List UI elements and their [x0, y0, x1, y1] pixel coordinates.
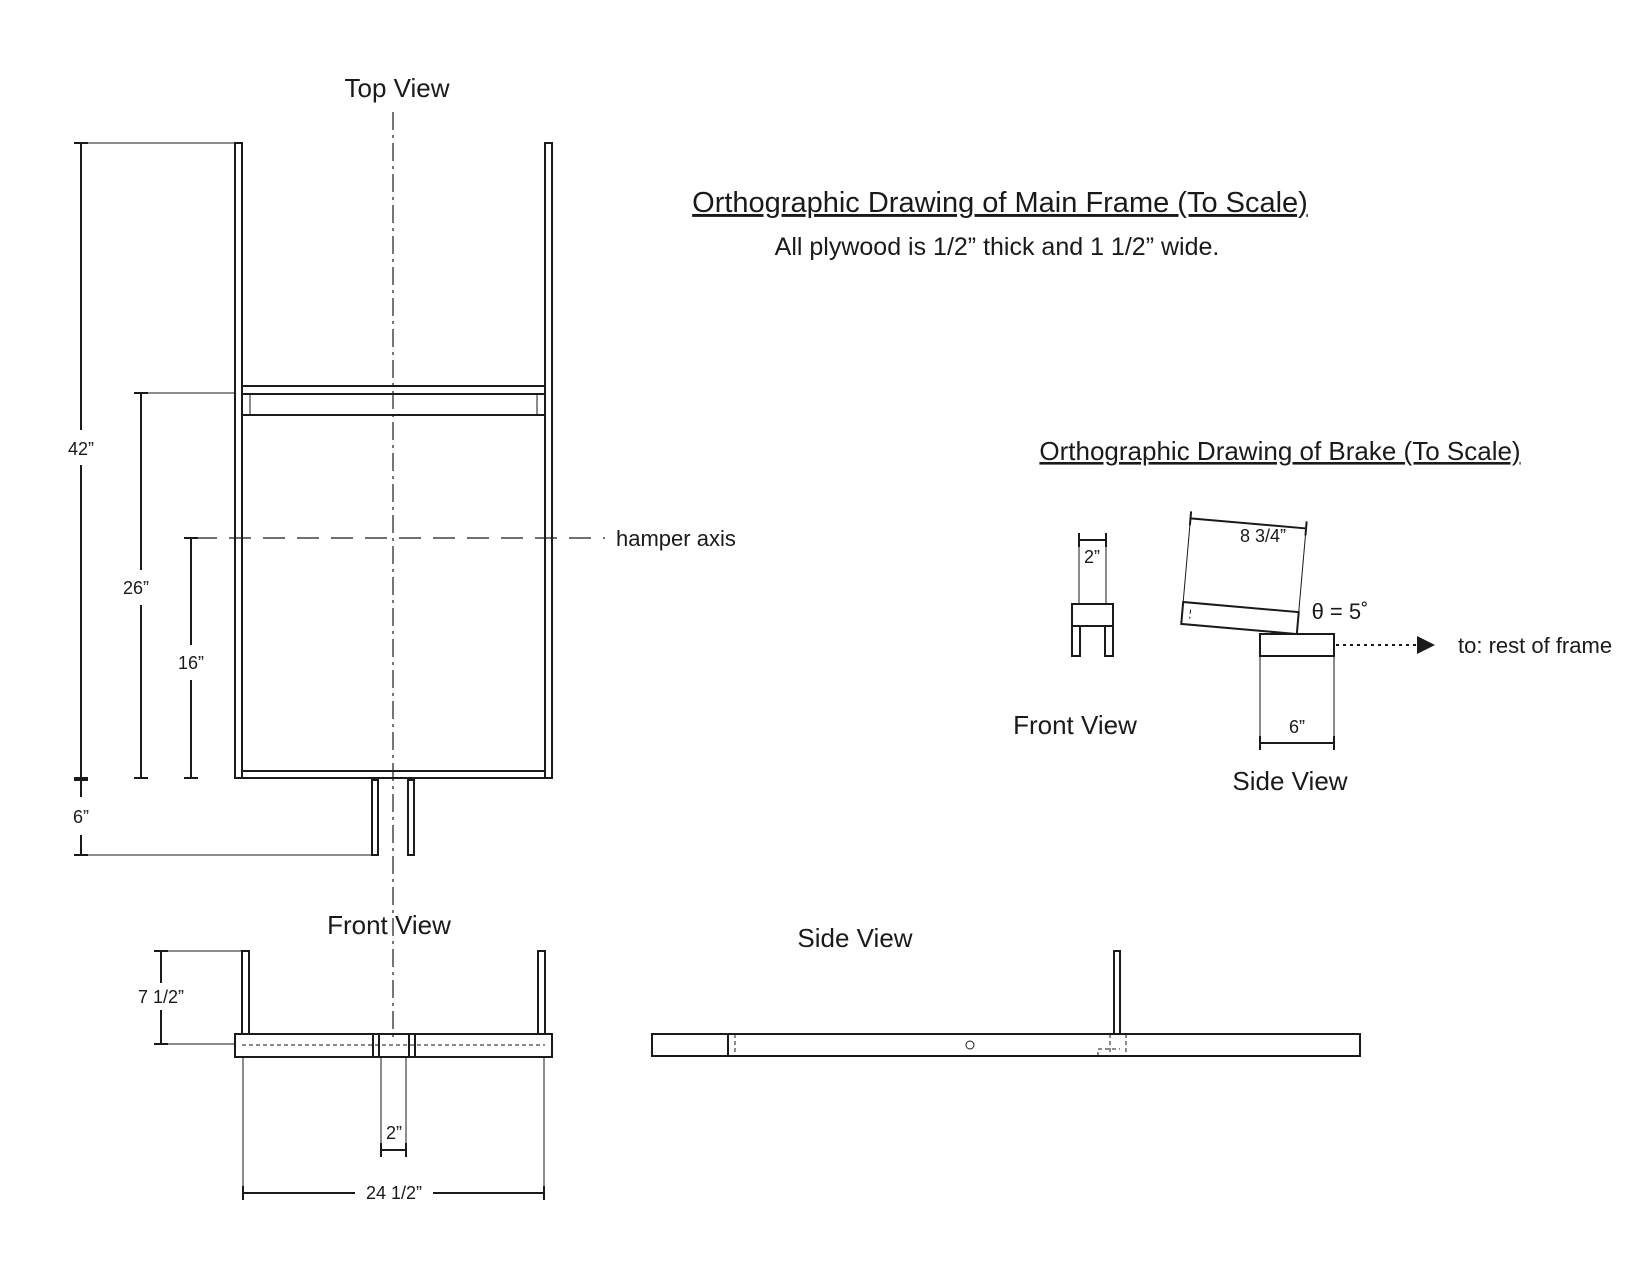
- front-upright-left: [241, 950, 250, 1035]
- front-view-label: Front View: [327, 910, 451, 940]
- main-frame-titles: Orthographic Drawing of Main Frame (To S…: [692, 187, 1308, 261]
- dim-16-label: 16”: [178, 653, 204, 673]
- main-frame-title: Orthographic Drawing of Main Frame (To S…: [692, 187, 1308, 219]
- dimension-24-1-2: 24 1/2”: [242, 1057, 545, 1203]
- dim-24-1-2-label: 24 1/2”: [366, 1183, 422, 1203]
- side-upright-hidden-notch: [1097, 1048, 1120, 1056]
- dim-2-gap-label: 2”: [386, 1123, 402, 1143]
- extension-leg-left: [371, 779, 379, 856]
- brake-base-block: [1259, 633, 1335, 657]
- brake-side-view-label: Side View: [1232, 766, 1347, 796]
- dim-26-label: 26”: [123, 578, 149, 598]
- left-rail: [234, 142, 243, 779]
- main-frame-top-view: Top View hamper axis 42”: [68, 73, 736, 1040]
- dimension-26: 26”: [123, 392, 235, 779]
- brake-side-view: 8 3/4” θ = 5˚ 6” to: rest of frame Side …: [1180, 511, 1612, 796]
- brake-dim-6-label: 6”: [1289, 717, 1305, 737]
- brake-dim-2-label: 2”: [1084, 547, 1100, 567]
- extension-leg-right: [407, 779, 415, 856]
- brake-arm-hidden: [1189, 609, 1192, 619]
- crossbar: [241, 385, 546, 416]
- brake-title: Orthographic Drawing of Brake (To Scale): [1039, 436, 1520, 466]
- brake-angle-label: θ = 5˚: [1312, 599, 1369, 624]
- hamper-axis-label: hamper axis: [616, 526, 736, 551]
- main-frame-subtitle: All plywood is 1/2” thick and 1 1/2” wid…: [775, 233, 1220, 261]
- dim-7-1-2-label: 7 1/2”: [138, 987, 184, 1007]
- brake-arrowhead: [1417, 636, 1435, 654]
- brake-front-block: [1071, 603, 1114, 627]
- dimension-7-1-2: 7 1/2”: [138, 950, 242, 1045]
- brake-dim-8-3-4-label: 8 3/4”: [1240, 526, 1286, 546]
- bottom-bar: [241, 770, 546, 779]
- brake-front-leg-right: [1104, 625, 1114, 657]
- brake-front-leg-left: [1071, 625, 1081, 657]
- front-base: [234, 1033, 553, 1058]
- main-frame-side-view: Side View: [651, 923, 1361, 1057]
- side-upright: [1113, 950, 1121, 1035]
- side-view-label: Side View: [797, 923, 912, 953]
- dimension-42: 42”: [68, 142, 235, 779]
- pivot-hole: [965, 1040, 975, 1050]
- brake-arrow-label: to: rest of frame: [1458, 633, 1612, 658]
- front-upright-right: [537, 950, 546, 1035]
- right-rail: [544, 142, 553, 779]
- brake-arm: [1180, 600, 1300, 636]
- dim-42-label: 42”: [68, 439, 94, 459]
- dim-6-label: 6”: [73, 807, 89, 827]
- main-frame-front-view: Front View 7 1/2” 2”: [138, 910, 553, 1203]
- top-view-label: Top View: [344, 73, 449, 103]
- dimension-6: 6”: [73, 779, 372, 856]
- side-rail: [651, 1033, 1361, 1057]
- brake-front-view: 2” Front View: [1013, 533, 1137, 740]
- brake-drawing: Orthographic Drawing of Brake (To Scale)…: [1013, 436, 1612, 796]
- dimension-2-gap: 2”: [380, 1057, 407, 1157]
- brake-front-view-label: Front View: [1013, 710, 1137, 740]
- dimension-16: 16”: [178, 537, 204, 779]
